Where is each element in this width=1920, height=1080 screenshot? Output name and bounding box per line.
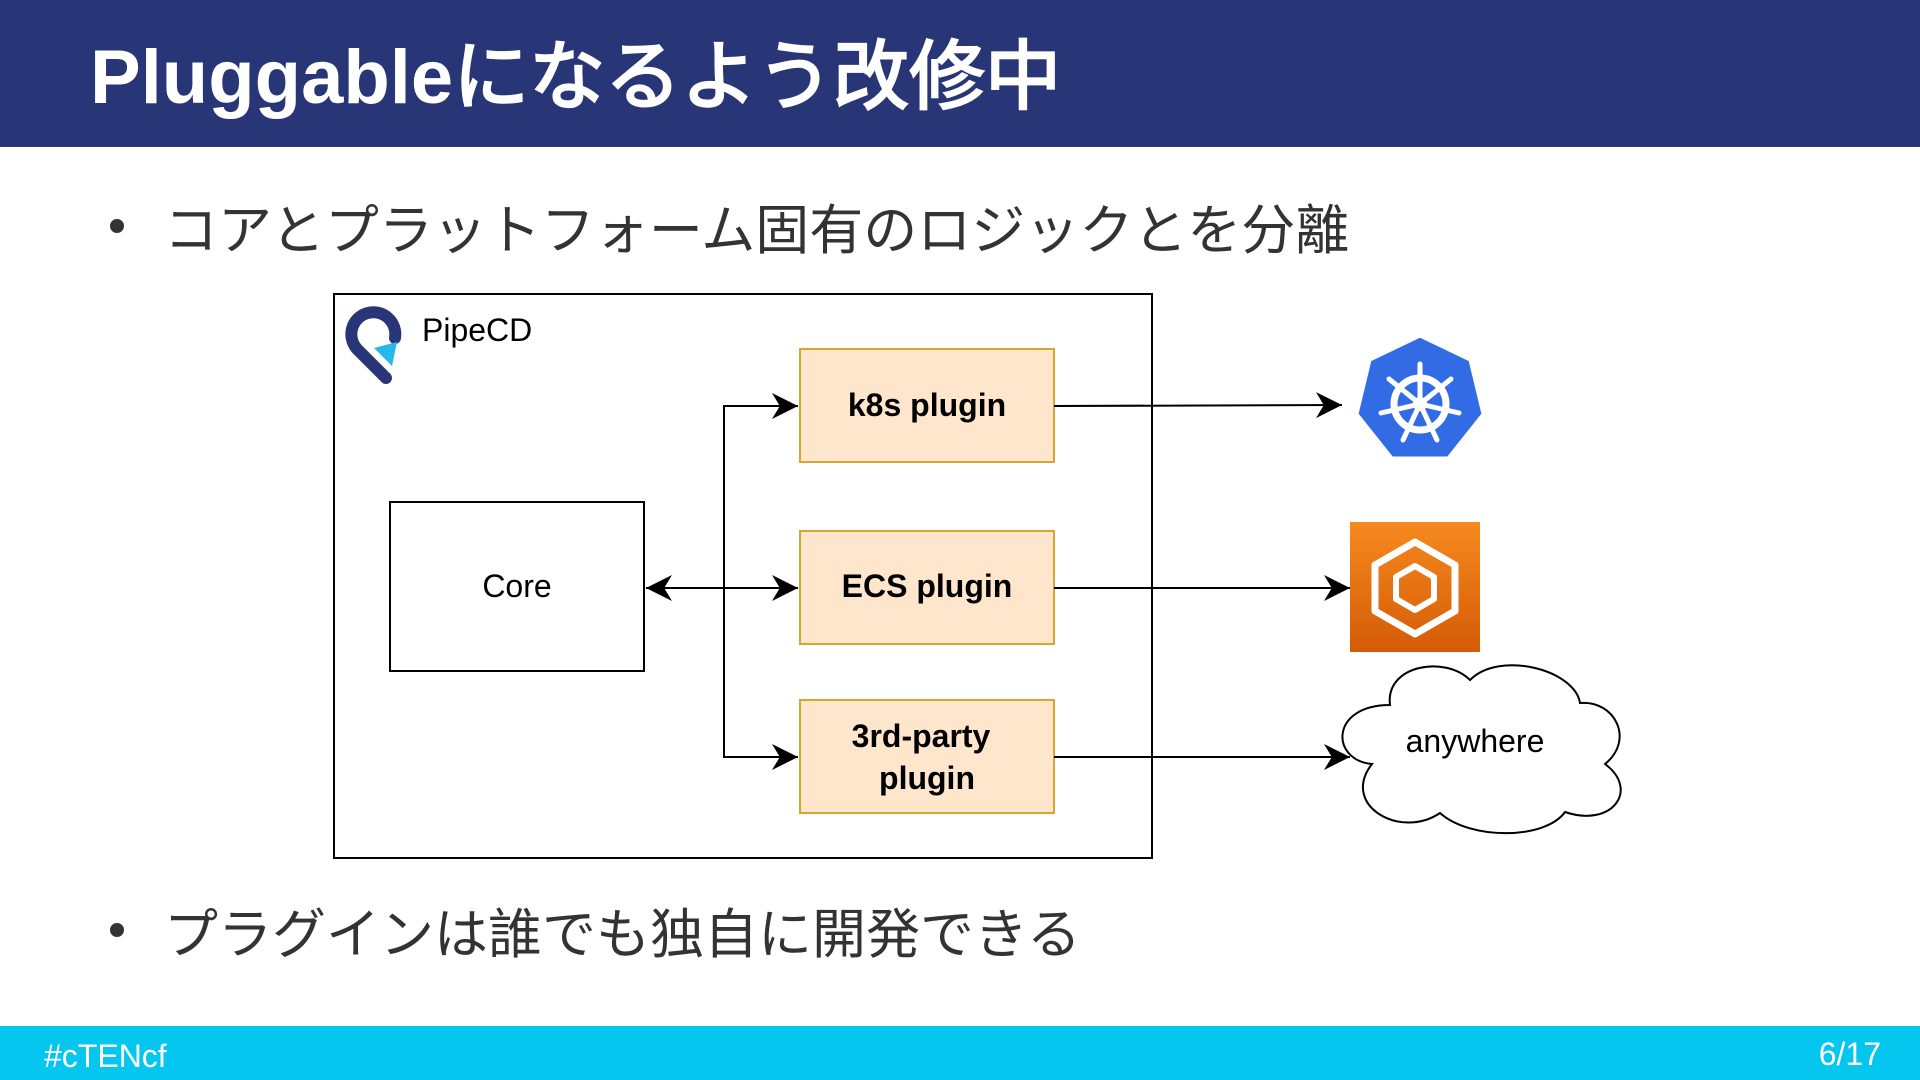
footer-hashtag: #cTENcf: [44, 1038, 167, 1074]
third-party-plugin-box: [799, 699, 1055, 814]
bullet-item: コアとプラットフォーム固有のロジックとを分離: [110, 186, 1349, 265]
pipecd-label: PipeCD: [422, 312, 532, 348]
title-bar: Pluggableになるよう改修中: [0, 0, 1920, 147]
aws-ecs-icon: [1350, 522, 1480, 652]
core-label: Core: [482, 568, 551, 604]
bullet-dot: [110, 218, 124, 233]
core-box: [389, 501, 645, 672]
page-number: 6/17: [1818, 1036, 1881, 1072]
kubernetes-icon: [1355, 334, 1485, 460]
k8s-plugin-box: [799, 348, 1055, 463]
anywhere-cloud-shape: [1341, 664, 1622, 835]
bullet-text: コアとプラットフォーム固有のロジックとを分離: [164, 201, 1350, 261]
ecs-plugin-box: [799, 530, 1055, 645]
bullet-dot: [110, 922, 124, 937]
third-party-plugin-label-line1: 3rd-party: [852, 718, 991, 754]
bullet-item: プラグインは誰でも独自に開発できる: [110, 890, 1081, 969]
slide-title: Pluggableになるよう改修中: [90, 35, 1062, 120]
ecs-plugin-label: ECS plugin: [842, 568, 1013, 604]
arrow-to-k8s-plugin: [723, 393, 798, 588]
pipecd-logo-icon: [345, 306, 402, 384]
third-party-plugin-label-line2: plugin: [879, 760, 975, 796]
k8s-plugin-label: k8s plugin: [848, 387, 1006, 423]
bullet-text: プラグインは誰でも独自に開発できる: [164, 905, 1081, 965]
arrow-to-third-party-plugin: [723, 588, 798, 770]
footer-bar: #cTENcf 6/17: [0, 1026, 1920, 1080]
anywhere-label: anywhere: [1406, 723, 1545, 759]
arrow-k8s-to-kubernetes: [1053, 392, 1343, 419]
